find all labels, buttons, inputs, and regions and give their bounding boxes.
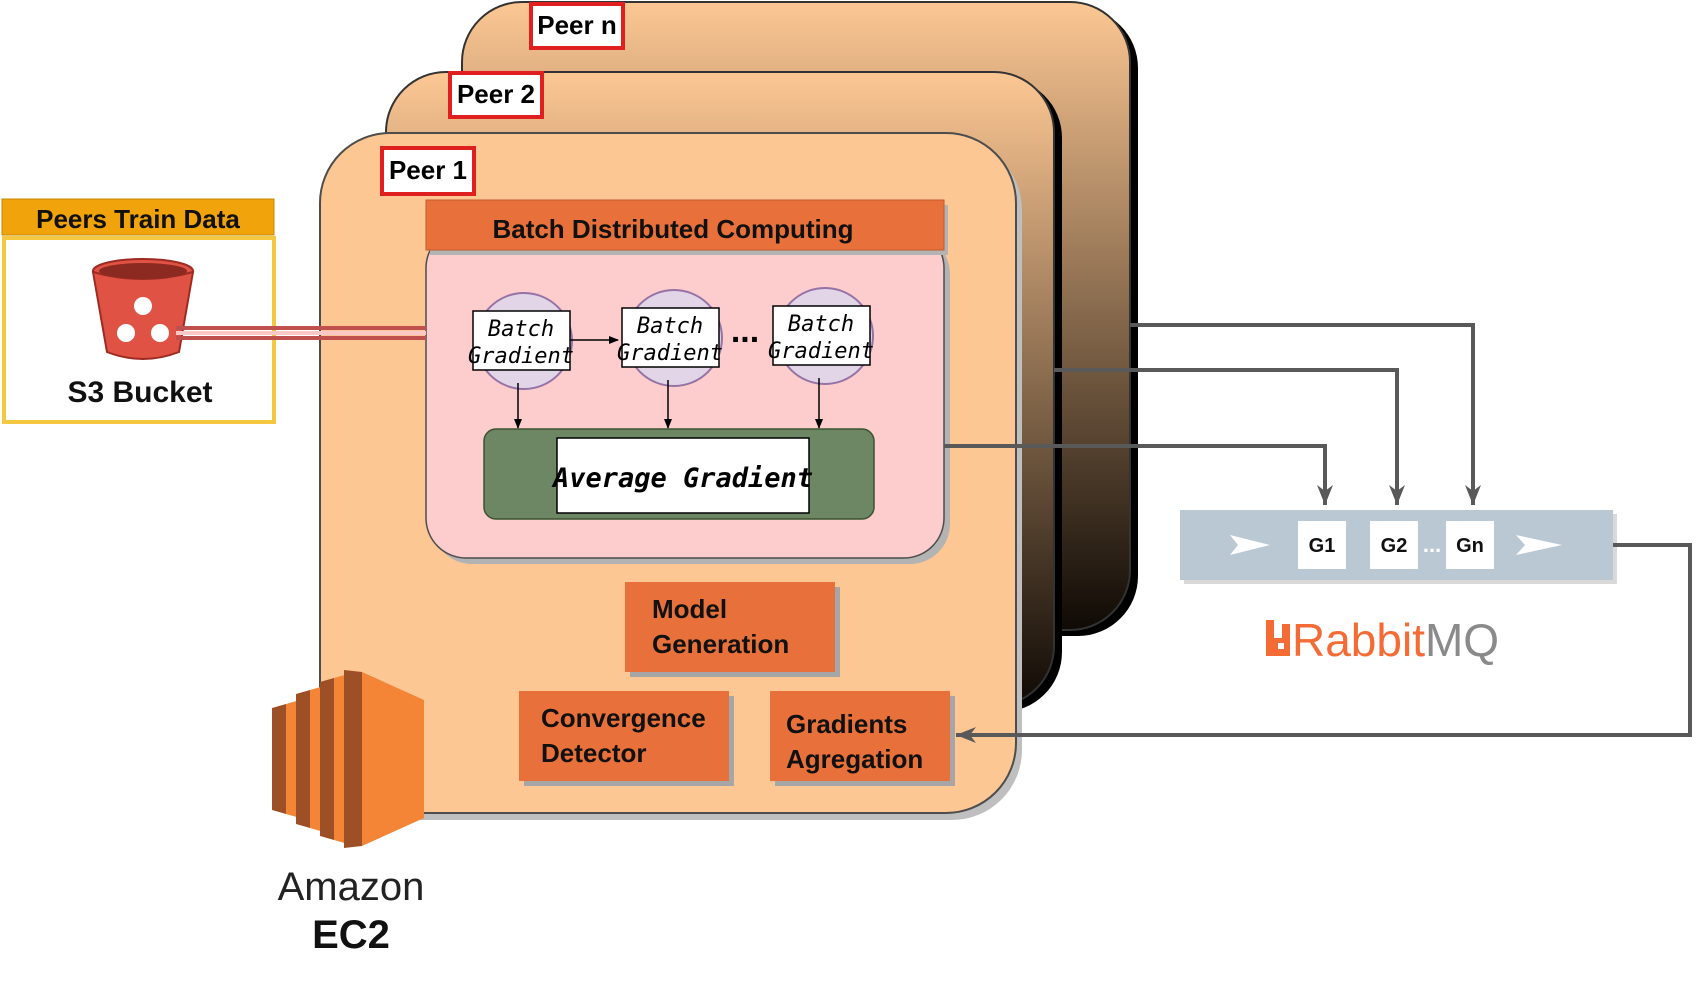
batch-node-1-box [472, 310, 571, 371]
ec2-slab-4 [344, 670, 362, 848]
s3-to-batch-connector [176, 326, 426, 340]
peer-n-label-box [529, 2, 625, 50]
s3-bucket-dot-right [151, 324, 169, 342]
batch-gradient-node-2: Batch Gradient [617, 289, 723, 387]
queue-out-arrow-icon [1516, 535, 1562, 555]
batch-node-n-box [772, 305, 871, 366]
queue-gn-box [1446, 521, 1494, 569]
rabbitmq-logo: RabbitMQ [1266, 614, 1499, 666]
rabbitmq-wordmark: RabbitMQ [1292, 614, 1499, 666]
ec2-slab-1 [272, 704, 286, 814]
ec2-line2: EC2 [312, 913, 390, 957]
gradients-aggregation-line2: Agregation [786, 744, 923, 774]
batch-gradient-node-1: Batch Gradient [468, 292, 574, 390]
s3-bucket-body [91, 270, 195, 360]
peer-2-label-box [448, 71, 544, 119]
train-data-header: Peers Train Data [36, 204, 240, 234]
gradients-aggregation-body [770, 691, 950, 781]
peer-to-queue-connectors [944, 323, 1692, 743]
queue-g2-label: G2 [1381, 535, 1408, 557]
model-generation-line1: Model [652, 594, 727, 624]
batch-gradient-node-n: Batch Gradient [768, 287, 874, 385]
peer-n-to-gn-connector [1130, 323, 1481, 505]
amazon-ec2-logo: Amazon EC2 [272, 670, 424, 957]
queue-gn-label: Gn [1456, 535, 1484, 557]
queue-in-arrow-icon [1230, 535, 1270, 555]
peer-1-label: Peer 1 [389, 155, 467, 185]
ec2-slab-2 [296, 690, 310, 828]
rabbitmq-queue: G1 G2 ... Gn [1180, 510, 1617, 584]
rabbitmq-wordmark-rabbit: Rabbit [1292, 614, 1425, 666]
peer-n-label: Peer n [537, 10, 617, 40]
rabbitmq-mark-icon [1266, 620, 1290, 656]
rabbitmq-wordmark-mq: MQ [1425, 614, 1499, 666]
convergence-detector-body [519, 691, 729, 781]
batch-node-2-box [621, 307, 720, 368]
convergence-detector-line1: Convergence [541, 703, 706, 733]
s3-bucket-icon [91, 258, 195, 360]
queue-to-aggregation-connector [956, 543, 1692, 743]
batch-node-1-line2: Gradient [468, 344, 574, 369]
ec2-slab-4-front [362, 672, 424, 846]
ec2-slab-3 [320, 678, 334, 840]
convergence-detector-box: Convergence Detector [519, 691, 734, 786]
batch-node-2-line1: Batch [637, 314, 703, 339]
batch-computing-panel: Batch Distributed Computing Batch Gradie… [425, 199, 950, 564]
rabbitmq-mark-hole [1278, 643, 1284, 649]
batch-node-ellipsis: ... [731, 312, 759, 350]
average-gradient-box [556, 437, 810, 514]
gradients-aggregation-line1: Gradients [786, 709, 907, 739]
queue-g1-box [1298, 521, 1346, 569]
average-gradient-label: Average Gradient [551, 463, 813, 494]
batch-node-2-line2: Gradient [617, 341, 723, 366]
peer-2-to-g2-connector [1054, 368, 1405, 505]
batch-panel-title: Batch Distributed Computing [492, 214, 853, 244]
ec2-icon [272, 670, 424, 848]
train-data-header-bg [1, 198, 275, 236]
queue-g2-box [1370, 521, 1418, 569]
batch-panel-header [425, 199, 945, 251]
s3-bucket-dot-left [117, 324, 135, 342]
s3-bucket-label: S3 Bucket [67, 376, 212, 409]
model-generation-box: Model Generation [625, 582, 840, 677]
batch-node-1-line1: Batch [488, 317, 554, 342]
s3-bucket-dot-top [134, 297, 152, 315]
batch-node-n-line2: Gradient [768, 339, 874, 364]
gradients-aggregation-box: Gradients Agregation [770, 691, 955, 786]
peer-1-to-g1-connector [944, 444, 1333, 505]
peer-2-label: Peer 2 [457, 79, 535, 109]
model-generation-body [625, 582, 835, 672]
peer-1-label-box [380, 146, 476, 196]
train-data-panel: Peers Train Data S3 Bucket [1, 198, 276, 424]
convergence-detector-line2: Detector [541, 738, 646, 768]
s3-bucket-inner [99, 263, 187, 279]
queue-g1-label: G1 [1309, 535, 1336, 557]
model-generation-line2: Generation [652, 629, 789, 659]
queue-dots: ... [1423, 532, 1441, 557]
ec2-line1: Amazon [278, 865, 425, 909]
batch-node-n-line1: Batch [788, 312, 854, 337]
